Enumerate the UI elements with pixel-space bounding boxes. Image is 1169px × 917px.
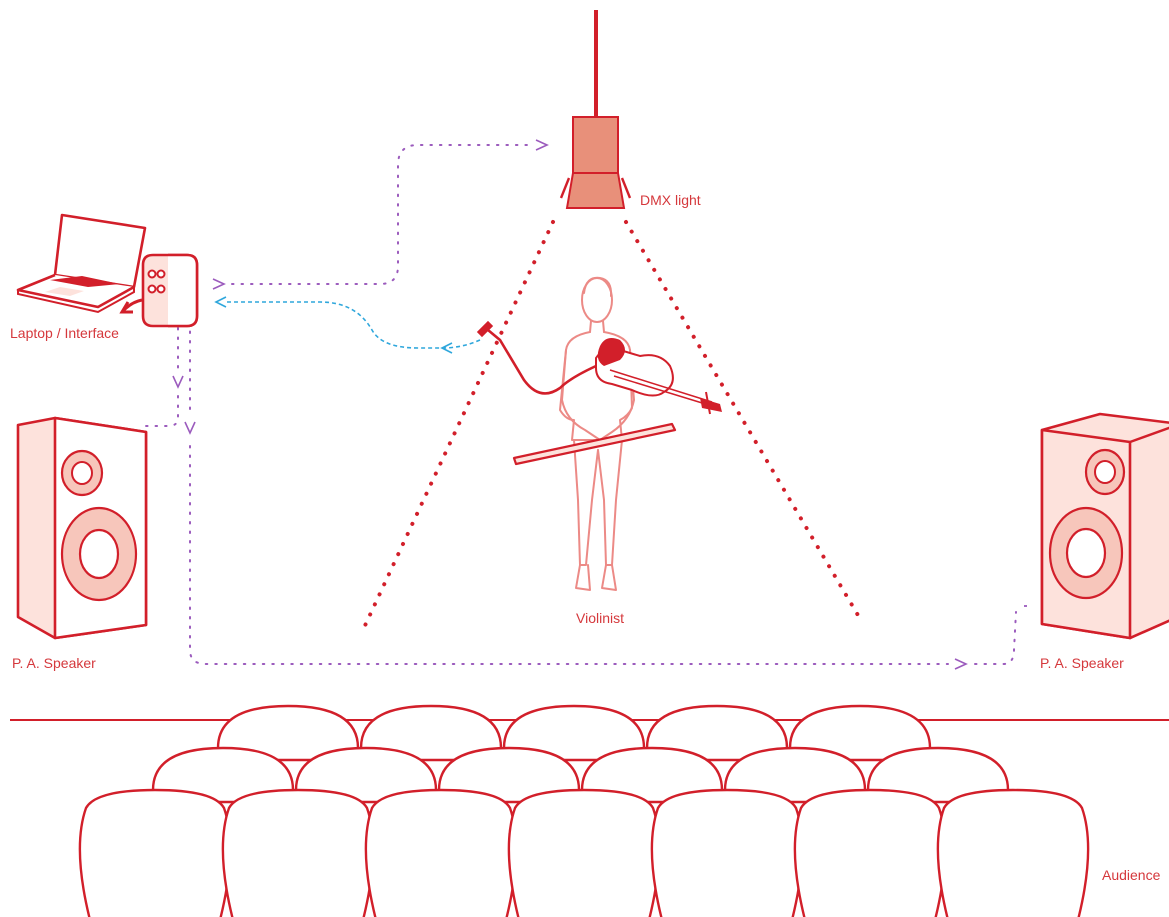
interface-knob-3 [147,284,157,294]
audio-interface-icon [119,253,199,328]
audience-label: Audience [1102,867,1161,883]
audience-seat-icon [866,746,1010,804]
interface-knob-1 [147,269,157,279]
audio-signal-path [214,296,481,354]
violinist-neck [589,320,605,333]
interface-out-arrow [212,278,226,290]
interface-knob-2 [156,269,166,279]
violin-pegs [705,391,711,415]
interface-front [168,253,199,328]
audience-seat-icon [645,704,789,762]
right-speaker-feed-line [189,445,949,665]
speaker-icon [1040,412,1169,640]
seat-row-back [216,704,932,762]
violin-strings-2 [613,375,713,407]
left-speaker-feed-line [139,395,179,427]
audience-seat-icon [221,788,375,917]
light-body [572,116,619,174]
dmx-control-arrow [535,139,549,151]
left-speaker-feed-arrow [172,375,184,389]
violin-chinrest [597,338,625,366]
laptop-interface-label: Laptop / Interface [10,325,119,341]
audience-seat-icon [507,788,661,917]
audience-seat-icon [151,746,295,804]
audience-seat-icon [502,704,646,762]
light-beam-left-edge [360,220,555,634]
left-speaker-label: P. A. Speaker [12,655,96,671]
laptop-base-edge [17,287,135,314]
violinist-right-foot [601,564,617,591]
violinist-right-leg [597,439,623,566]
right-speaker-tweeter-center [1094,460,1116,484]
audience-seat-icon [294,746,438,804]
audio-input-arrow-2 [214,296,227,308]
interface-knob-4 [156,284,166,294]
seat-row-middle [151,746,1010,804]
light-beam [360,220,864,634]
right-speaker-feed-arrow-2 [954,658,968,670]
speaker-icon [16,416,148,640]
violinist-right-arm [599,349,635,441]
audience-seat-icon [788,704,932,762]
pickup-cable [487,329,597,395]
audience-seat-icon [78,788,232,917]
control-signal-paths [139,139,1027,670]
light-lens [565,172,626,209]
light-barn-door-right [620,177,632,199]
laptop-screen [53,213,147,289]
right-speaker-feed-arrow-1 [184,421,196,435]
audience-seat-icon [364,788,518,917]
right-speaker-woofer-center [1065,527,1107,579]
seat-row-front [78,788,1090,917]
audience-seat-icon [359,704,503,762]
left-speaker-tweeter-center [71,461,93,485]
audio-input-arrow-1 [440,342,453,354]
violinist-left-arm [561,349,601,441]
audience-seat-icon [580,746,724,804]
violin-strings [609,369,713,403]
dmx-control-line [231,144,531,285]
violinist-left-leg [573,439,599,566]
left-speaker-woofer-center [78,528,120,580]
right-speaker-feed-end [974,611,1017,665]
audience-seat-icon [936,788,1090,917]
light-beam-right-edge [624,220,864,624]
violinist-figure [476,276,722,591]
violin-scroll [700,398,722,412]
violinist-left-foot [575,564,591,591]
dmx-light-icon [559,10,632,209]
audience-seat-icon [723,746,867,804]
violinist-hair [583,276,613,297]
violinist-label: Violinist [576,610,624,626]
light-barn-door-left [559,177,571,199]
right-speaker-top-edge [1129,426,1169,444]
laptop-trackpad [45,287,84,296]
audience-seat-icon [437,746,581,804]
usb-cable-arrow [119,301,133,314]
audience-seat-icon [793,788,947,917]
laptop-keyboard [50,276,120,287]
laptop-icon [16,213,147,314]
cable-jack [476,320,494,338]
dmx-light-label: DMX light [640,192,701,208]
audio-input-line [226,301,481,349]
violin-bow [512,422,677,466]
audience-seat-icon [650,788,804,917]
right-speaker-label: P. A. Speaker [1040,655,1124,671]
audience-seats [78,704,1090,917]
audience-seat-icon [216,704,360,762]
